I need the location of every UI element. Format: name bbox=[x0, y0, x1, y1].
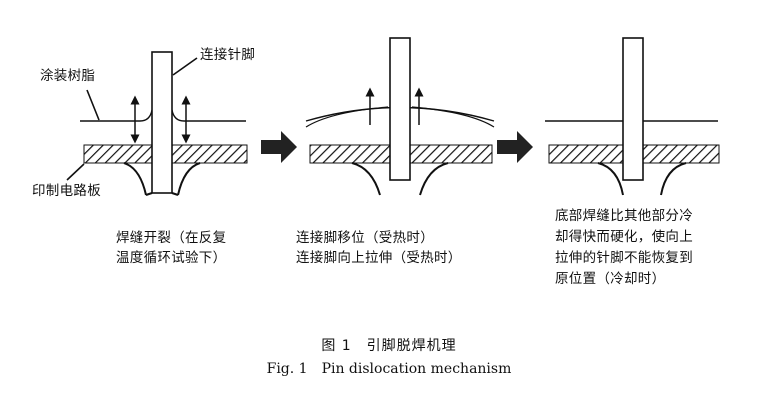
label-pointer-resin bbox=[86, 89, 100, 121]
label-coating-resin: 涂装树脂 bbox=[40, 68, 96, 84]
stage2-caption-line1: 连接脚移位（受热时） bbox=[296, 230, 434, 246]
process-arrow-2 bbox=[497, 131, 533, 163]
stage3-caption-line4: 原位置（冷却时） bbox=[555, 271, 666, 287]
stage1-resin-line bbox=[80, 109, 153, 122]
stage1-caption-line2: 温度循环试验下） bbox=[116, 250, 227, 266]
stage2-caption-line2: 连接脚向上拉伸（受热时） bbox=[296, 250, 462, 266]
stage2-resin-curve-inner bbox=[305, 106, 495, 128]
stage3-pin bbox=[622, 37, 644, 181]
stage3-caption-line1: 底部焊缝比其他部分冷 bbox=[555, 208, 693, 224]
label-pointer-pcb bbox=[66, 163, 85, 181]
stage1-solder-fillet bbox=[123, 162, 201, 196]
process-arrow-1 bbox=[261, 131, 297, 163]
stage1-illustration bbox=[66, 51, 248, 196]
label-connecting-pin: 连接针脚 bbox=[200, 47, 256, 63]
stage2-pin bbox=[389, 37, 411, 181]
stage1-solder-crack bbox=[145, 192, 179, 196]
stage3-caption-line3: 拉伸的针脚不能恢复到 bbox=[555, 250, 693, 266]
figure-title-en: Fig. 1 Pin dislocation mechanism bbox=[266, 361, 512, 377]
stage1-resin-line-right bbox=[171, 109, 246, 122]
stage3-solder-fillet bbox=[597, 162, 687, 196]
stage3-caption-line2: 却得快而硬化，使向上 bbox=[555, 229, 693, 245]
stage2-illustration bbox=[305, 37, 495, 196]
label-pcb: 印制电路板 bbox=[32, 183, 101, 199]
stage3-illustration bbox=[545, 37, 720, 196]
figure-title-cn: 图 1 引脚脱焊机理 bbox=[321, 338, 457, 354]
stage1-pin bbox=[151, 51, 173, 194]
stage1-caption-line1: 焊缝开裂（在反复 bbox=[116, 230, 227, 246]
label-pointer-pin bbox=[172, 57, 198, 76]
stage2-solder-fillet bbox=[351, 162, 449, 196]
